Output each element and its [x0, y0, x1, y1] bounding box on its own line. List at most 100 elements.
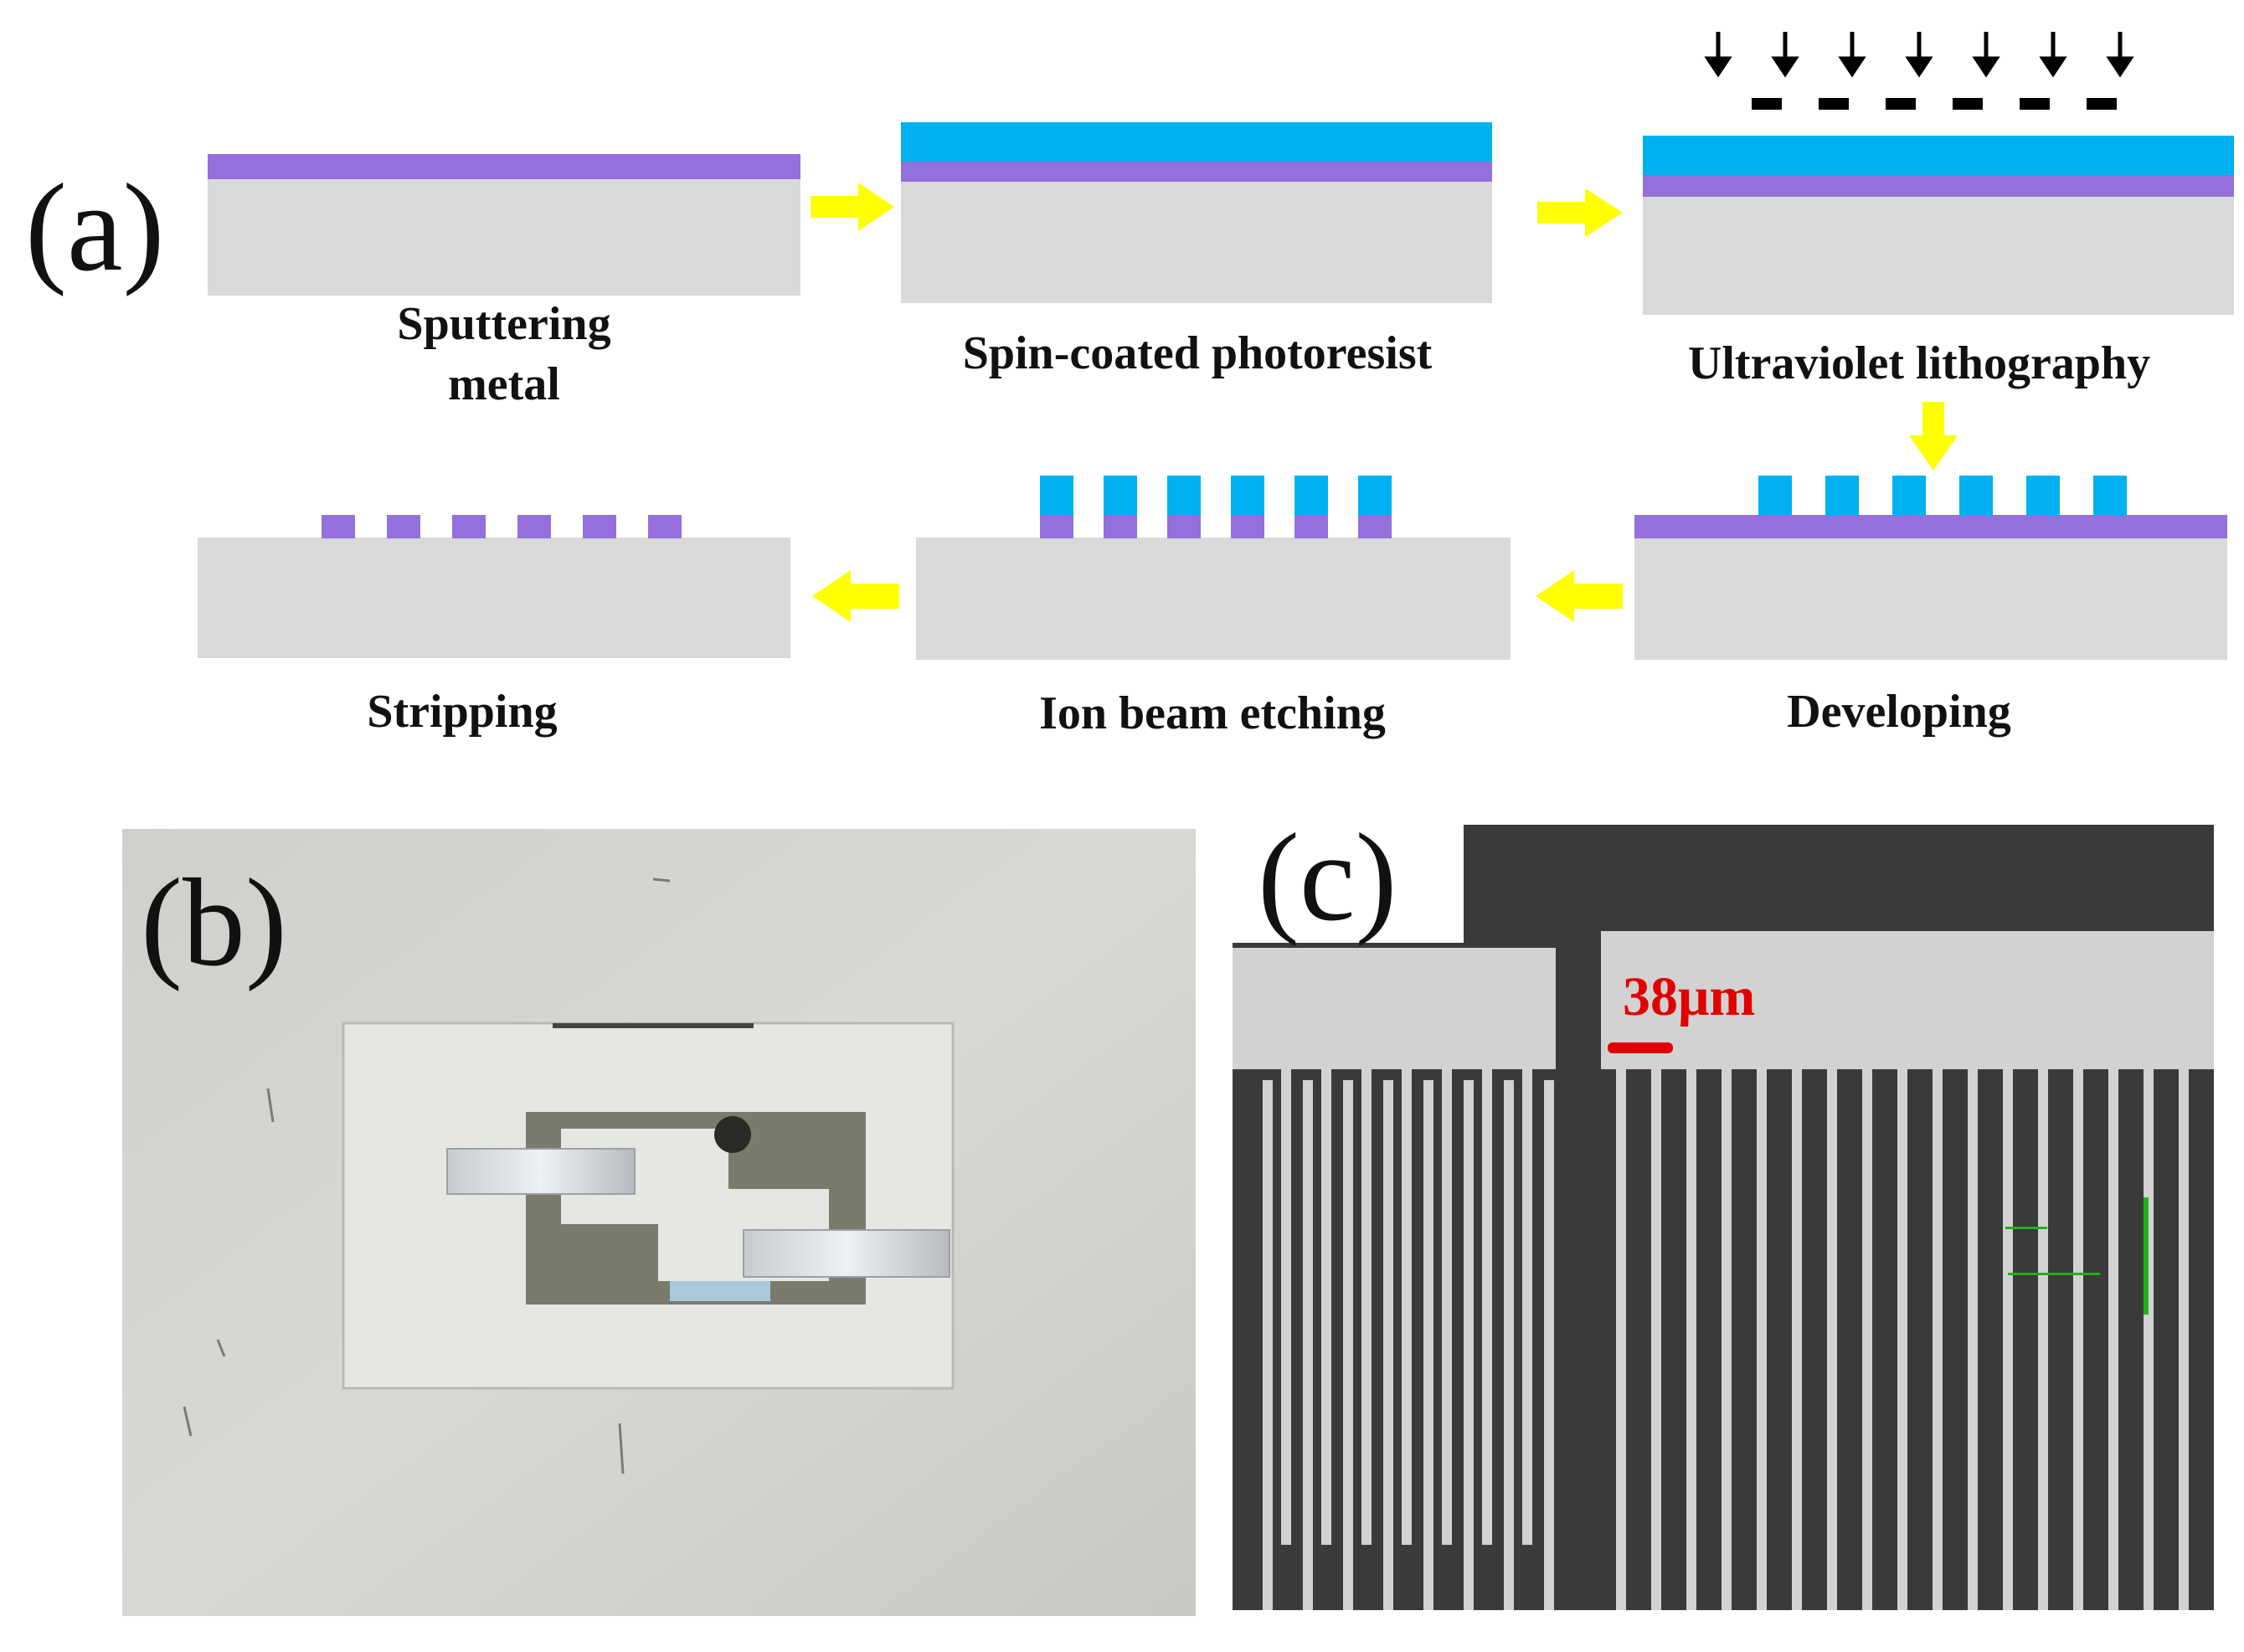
step-spin-coated-photoresist: Spin-coated photoresist [901, 122, 1492, 379]
metal-island [1358, 515, 1392, 538]
finger [1423, 1080, 1433, 1610]
metal-layer [1643, 174, 2234, 197]
finger [1504, 1080, 1514, 1610]
finger [1722, 1069, 1732, 1610]
step-ultraviolet-lithography: Ultraviolet lithography [1643, 32, 2234, 389]
finger [1464, 1080, 1474, 1610]
finger [2003, 1069, 2013, 1610]
metal-island [1167, 515, 1201, 538]
panel-c-micrograph: (c) 38μm [1231, 808, 2214, 1610]
uv-arrow-head [1771, 56, 1799, 78]
step-sputtering-metal: Sputtering metal [208, 154, 800, 410]
resist-block [1104, 476, 1137, 516]
electrode-film [526, 1112, 866, 1305]
finger [1757, 1069, 1767, 1610]
step-label: Spin-coated photoresist [963, 327, 1433, 379]
substrate [1634, 538, 2227, 660]
step-label: Stripping [367, 686, 557, 738]
metal-pattern [322, 515, 682, 538]
finger [1281, 1069, 1291, 1545]
electrode-fingers [1263, 1069, 2189, 1610]
finger [1522, 1069, 1532, 1545]
resist-block [1892, 476, 1926, 516]
uv-arrow-head [2106, 56, 2134, 78]
finger [1651, 1069, 1661, 1610]
metal-island [452, 515, 486, 538]
resist-block [1231, 476, 1264, 516]
finger [1862, 1069, 1872, 1610]
resist-block [1825, 476, 1859, 516]
finger [1383, 1080, 1393, 1610]
metal-island [583, 515, 616, 538]
scale-bar [1608, 1042, 1673, 1053]
finger [1303, 1080, 1313, 1610]
finger [2038, 1069, 2048, 1610]
resist-block [1959, 476, 1993, 516]
finger [1263, 1080, 1273, 1610]
label-cutout [1231, 821, 1464, 943]
finger [1343, 1080, 1353, 1610]
uv-arrow-head [1972, 56, 2000, 78]
metal-layer [901, 161, 1492, 182]
panel-b-label: (b) [141, 853, 287, 992]
resist-block [2026, 476, 2060, 516]
substrate [208, 178, 800, 296]
substrate [1643, 196, 2234, 315]
mask-bar [2087, 98, 2117, 110]
uv-arrow-head [1704, 56, 1732, 78]
resist-block [1758, 476, 1792, 516]
bus-bar-left [1233, 948, 1556, 1069]
mask-bar [1752, 98, 1782, 110]
photoresist-layer [901, 122, 1492, 162]
surface-scratches [183, 877, 671, 1474]
step-stripping: Stripping [198, 515, 790, 738]
uv-arrow-head [2039, 56, 2067, 78]
metal-island [1040, 515, 1073, 538]
finger [1827, 1069, 1837, 1610]
resist-block [1040, 476, 1073, 516]
metal-island [322, 515, 355, 538]
flow-arrow-right [811, 183, 894, 231]
metal-island [648, 515, 682, 538]
step-label: metal [448, 358, 560, 410]
bus-bar-right [1601, 931, 2214, 1069]
finger [1792, 1069, 1802, 1610]
metal-layer [1634, 515, 2227, 538]
step-ion-beam-etching: Ion beam etching [916, 476, 1511, 739]
metal-contact-strip [446, 1148, 636, 1195]
resist-block [1358, 476, 1392, 516]
panel-a-label: (a) [25, 158, 164, 297]
finger [1482, 1069, 1492, 1545]
step-label: Sputtering [397, 298, 610, 350]
substrate [198, 538, 790, 658]
uv-arrow-head [1838, 56, 1866, 78]
photomask [1752, 98, 2117, 110]
panel-b-photo: (b) [122, 829, 1196, 1616]
flow-arrow-left [812, 570, 899, 622]
panel-c-label: (c) [1258, 808, 1397, 947]
metal-island [1104, 515, 1137, 538]
mask-bar [1886, 98, 1916, 110]
metal-contact-strip [743, 1229, 950, 1278]
photoresist-pattern [1040, 476, 1392, 516]
resist-block [1167, 476, 1201, 516]
substrate [901, 181, 1492, 303]
metal-island [387, 515, 420, 538]
mask-bar [1953, 98, 1983, 110]
mask-bar [1819, 98, 1849, 110]
step-label: Ion beam etching [1039, 687, 1386, 739]
finger [1933, 1069, 1943, 1610]
flow-arrow-left [1536, 570, 1623, 622]
finger [1321, 1069, 1331, 1545]
resist-block [2093, 476, 2127, 516]
metal-layer [208, 154, 800, 179]
substrate [916, 538, 1511, 660]
photoresist-pattern [1758, 476, 2127, 516]
metal-island [1231, 515, 1264, 538]
uv-arrow-head [1905, 56, 1933, 78]
green-measurement-marks [2005, 1197, 2149, 1315]
photoresist-layer [1643, 136, 2234, 175]
metal-island [1294, 515, 1328, 538]
blue-tint-region [670, 1281, 770, 1301]
